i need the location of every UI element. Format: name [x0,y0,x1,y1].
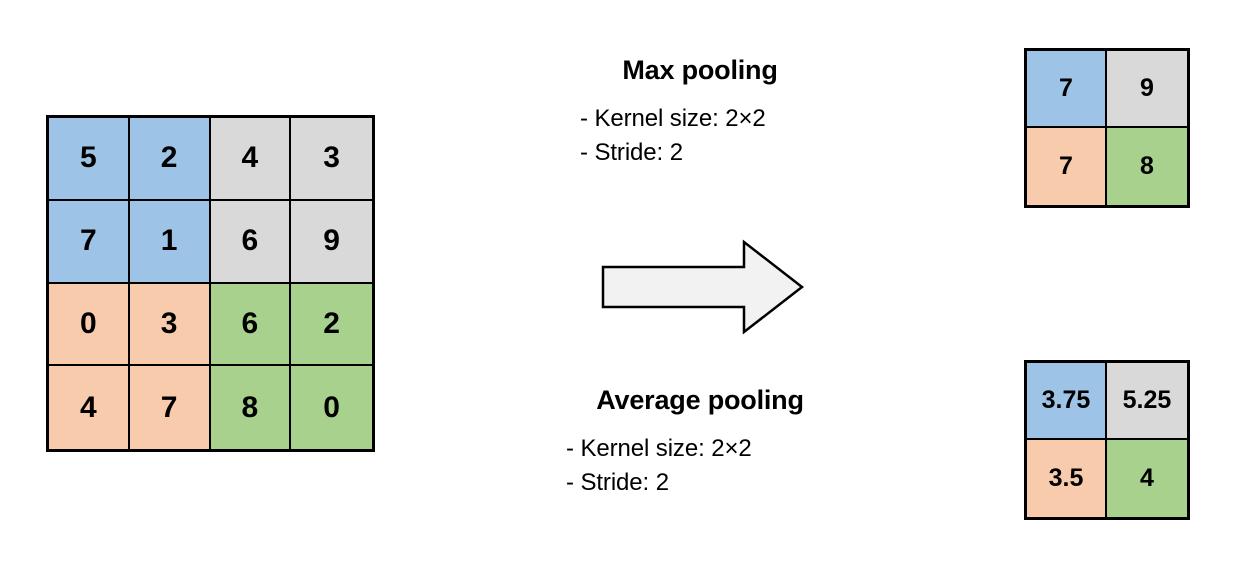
input-cell-r1-c1: 1 [129,200,211,284]
input-cell-r0-c1: 2 [129,118,211,201]
input-cell-r3-c2: 8 [210,366,292,449]
average-pooling-spec-line-1: - Stride: 2 [566,469,669,497]
average-pooling-description: Average pooling - Kernel size: 2×2 - Stri… [540,385,860,500]
max-output-cell-r1-c0: 7 [1027,128,1107,205]
input-cell-r1-c0: 7 [49,200,130,284]
input-cell-r1-c3: 9 [291,200,372,284]
input-cell-r2-c2: 6 [210,283,292,367]
input-cell-r0-c2: 4 [210,118,292,201]
max-output-cell-r0-c1: 9 [1107,51,1187,128]
input-cell-r2-c3: 2 [291,283,372,367]
input-cell-r0-c0: 5 [49,118,130,201]
avg-output-cell-r0-c0: 3.75 [1027,363,1107,440]
max-output-cell-r1-c1: 8 [1107,128,1187,205]
input-cell-r2-c1: 3 [129,283,211,367]
input-cell-r3-c1: 7 [129,366,211,449]
right-block-arrow-icon [600,238,805,336]
input-cell-r3-c3: 0 [291,366,372,449]
max-pooling-title: Max pooling [622,55,778,85]
average-pooling-spec-line-0: - Kernel size: 2×2 [566,435,752,463]
avg-output-cell-r1-c0: 3.5 [1027,440,1107,517]
max-pooling-specs: - Kernel size: 2×2 - Stride: 2 [540,102,860,170]
input-cell-r3-c0: 4 [49,366,130,449]
avg-output-cell-r1-c1: 4 [1107,440,1187,517]
max-output-cell-r0-c0: 7 [1027,51,1107,128]
input-cell-r0-c3: 3 [291,118,372,201]
average-pooling-title: Average pooling [596,385,804,415]
input-cell-r1-c2: 6 [210,200,292,284]
max-pooling-description: Max pooling - Kernel size: 2×2 - Stride: … [540,55,860,170]
avg-output-cell-r0-c1: 5.25 [1107,363,1187,440]
average-pooling-specs: - Kernel size: 2×2 - Stride: 2 [540,432,860,500]
input-cell-r2-c0: 0 [49,283,130,367]
max-pooling-spec-line-1: - Stride: 2 [580,139,683,167]
max-pooling-spec-line-0: - Kernel size: 2×2 [580,105,766,133]
